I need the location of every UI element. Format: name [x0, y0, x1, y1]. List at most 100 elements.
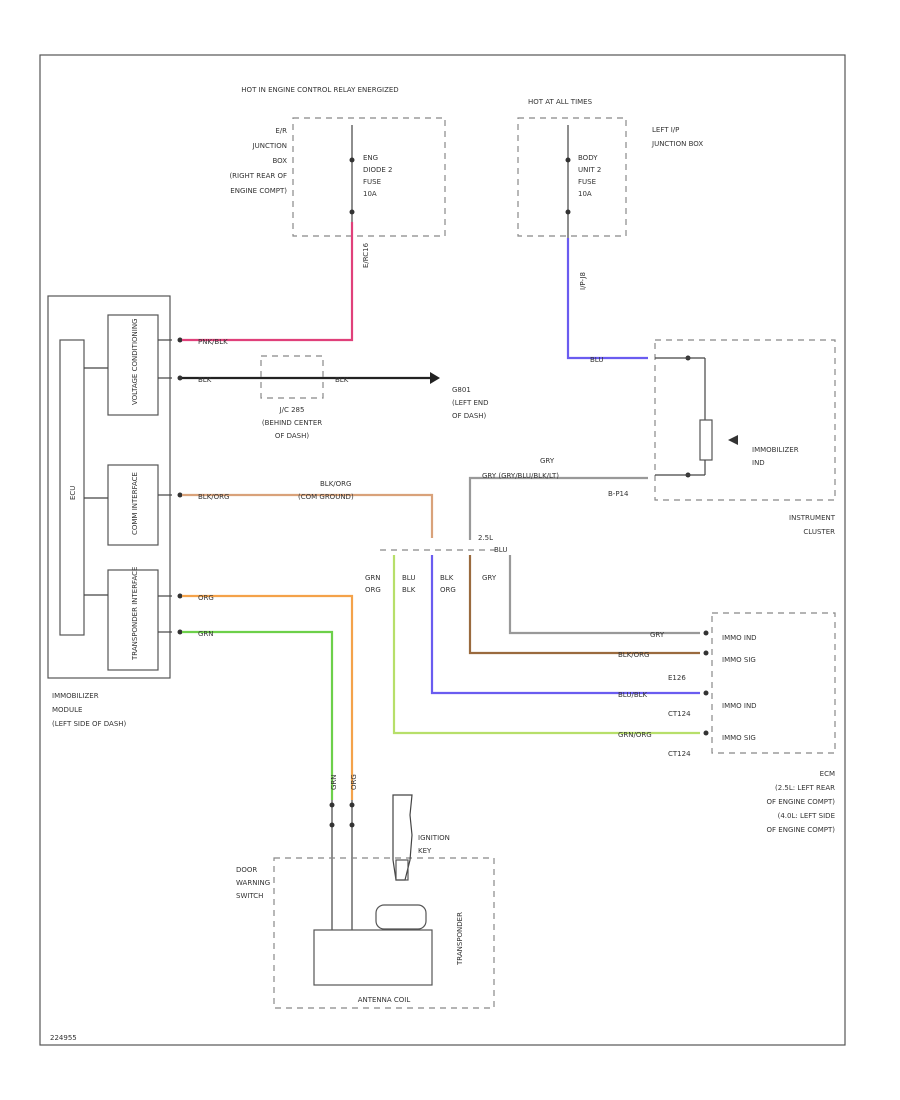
svg-text:IMMOBILIZER: IMMOBILIZER	[752, 446, 799, 454]
ecm-conn-2: CT124	[668, 710, 691, 718]
col-blk-org-1: BLK	[440, 574, 454, 582]
col-grn-org-1: GRN	[365, 574, 381, 582]
jc-label-3: OF DASH)	[275, 432, 310, 440]
svg-text:COMM INTERFACE: COMM INTERFACE	[131, 472, 139, 535]
ecm-wire-blu-blk: BLU/BLK	[618, 691, 648, 699]
wire-org	[182, 594, 354, 800]
ecm-label-5: OF ENGINE COMPT)	[767, 826, 836, 834]
jc-label-2: (BEHIND CENTER	[262, 419, 322, 427]
door-warning-label-2: WARNING	[236, 879, 270, 887]
svg-text:E/R: E/R	[275, 127, 287, 135]
left-ip-junction-box: HOT AT ALL TIMES BODY UNIT 2 FUSE 10A LE…	[517, 98, 703, 238]
immobilizer-module: ECU VOLTAGE CONDITIONING COMM INTERFACE …	[47, 295, 172, 679]
ignition-key-icon	[392, 794, 413, 881]
conn-ip-label: I/P-J8	[579, 272, 587, 290]
wire-blk-org-ecm	[468, 555, 700, 655]
ecm-wire-gry: GRY	[650, 631, 665, 639]
wire-can-label-2: (COM GROUND)	[298, 493, 354, 501]
wire-org-label: ORG	[198, 594, 214, 602]
conn-er-label: E/RC16	[362, 242, 370, 268]
antenna-coil: TRANSPONDER ANTENNA COIL	[273, 857, 495, 1009]
ecm-conn-3: CT124	[668, 750, 691, 758]
wire-gry-path-label: GRY (GRY/BLU/BLK/LT)	[482, 472, 559, 480]
cluster-label-2: CLUSTER	[803, 528, 835, 536]
svg-text:10A: 10A	[363, 190, 377, 198]
immobilizer-module-label-2: MODULE	[52, 706, 82, 714]
col-blk-org-2: ORG	[440, 586, 456, 594]
svg-text:JUNCTION: JUNCTION	[252, 142, 287, 150]
svg-text:IMMO SIG: IMMO SIG	[722, 734, 756, 742]
svg-text:IND: IND	[752, 459, 765, 467]
svg-text:TRANSPONDER: TRANSPONDER	[456, 912, 464, 966]
wire-blk-org-com	[182, 493, 434, 538]
cluster-label-1: INSTRUMENT	[789, 514, 836, 522]
svg-text:BODY: BODY	[578, 154, 598, 162]
ecm-label-4: (4.0L: LEFT SIDE	[778, 812, 835, 820]
ecm-label-3: OF ENGINE COMPT)	[767, 798, 836, 806]
junction-label: 2.5L	[478, 534, 493, 542]
ignition-key-label-2: KEY	[418, 847, 432, 855]
col-blu-blk-1: BLU	[402, 574, 415, 582]
wire-blk-label-2: BLK	[335, 376, 349, 384]
ecm-conn-1: E126	[668, 674, 686, 682]
ecm-label-2: (2.5L: LEFT REAR	[775, 784, 835, 792]
wire-grn-label: GRN	[198, 630, 214, 638]
instrument-cluster: IMMOBILIZER IND	[654, 339, 836, 501]
svg-text:HOT IN ENGINE CONTROL RELAY EN: HOT IN ENGINE CONTROL RELAY ENERGIZED	[241, 86, 398, 94]
svg-text:ECU: ECU	[69, 486, 77, 500]
wire-blu	[566, 238, 648, 360]
immobilizer-module-label: IMMOBILIZER	[52, 692, 99, 700]
svg-text:ENG: ENG	[363, 154, 378, 162]
ecm-wire-blk-org: BLK/ORG	[618, 651, 649, 659]
svg-text:ENGINE COMPT): ENGINE COMPT)	[230, 187, 287, 195]
wire-blu-label: BLU	[590, 356, 603, 364]
svg-text:10A: 10A	[578, 190, 592, 198]
svg-text:ANTENNA COIL: ANTENNA COIL	[358, 996, 411, 1004]
wire-pnk-blk	[182, 222, 354, 342]
svg-text:HOT AT ALL TIMES: HOT AT ALL TIMES	[528, 98, 593, 106]
door-warning-label-1: DOOR	[236, 866, 257, 874]
svg-text:IMMO SIG: IMMO SIG	[722, 656, 756, 664]
diagram-id: 224955	[50, 1034, 77, 1042]
svg-text:JUNCTION BOX: JUNCTION BOX	[651, 140, 703, 148]
wire-blk-org-label: BLK/ORG	[198, 493, 229, 501]
wire-can-label-1: BLK/ORG	[320, 480, 351, 488]
wire-pnk-blk-label: PNK/BLK	[198, 338, 228, 346]
svg-text:DIODE 2: DIODE 2	[363, 166, 392, 174]
ecm-label-1: ECM	[820, 770, 835, 778]
col-gry: GRY	[482, 574, 497, 582]
antenna-org-label: ORG	[350, 774, 358, 790]
wire-grn-org-ecm	[392, 555, 700, 735]
g801-label-2: (LEFT END	[452, 399, 489, 407]
svg-text:BOX: BOX	[272, 157, 287, 165]
svg-text:LEFT I/P: LEFT I/P	[652, 126, 679, 134]
svg-text:IMMO IND: IMMO IND	[722, 702, 757, 710]
g801-label-3: OF DASH)	[452, 412, 487, 420]
ecm-wire-grn-org: GRN/ORG	[618, 731, 652, 739]
immobilizer-module-label-3: (LEFT SIDE OF DASH)	[52, 720, 127, 728]
wire-blu-blk-ecm	[430, 555, 700, 695]
er-junction-box: HOT IN ENGINE CONTROL RELAY ENERGIZED E/…	[229, 86, 446, 237]
svg-text:(RIGHT REAR OF: (RIGHT REAR OF	[229, 172, 287, 180]
g801-label-1: G801	[452, 386, 471, 394]
col-grn-org-2: ORG	[365, 586, 381, 594]
door-warning-label-3: SWITCH	[236, 892, 263, 900]
svg-text:UNIT 2: UNIT 2	[578, 166, 601, 174]
wire-gry-ecm	[508, 555, 700, 635]
ecm: IMMO IND IMMO SIG IMMO IND IMMO SIG	[703, 612, 836, 754]
wire-gry-label: GRY	[540, 457, 555, 465]
ignition-key-label-1: IGNITION	[418, 834, 450, 842]
ground-g801-icon	[430, 372, 440, 384]
wire-gry-cluster	[468, 476, 648, 540]
wire-blk-label: BLK	[198, 376, 212, 384]
conn-bp14-label: B-P14	[608, 490, 629, 498]
diagram-border	[39, 54, 846, 1046]
antenna-grn-label: GRN	[330, 774, 338, 790]
svg-text:IMMO IND: IMMO IND	[722, 634, 757, 642]
svg-text:FUSE: FUSE	[363, 178, 381, 186]
svg-text:TRANSPONDER INTERFACE: TRANSPONDER INTERFACE	[131, 567, 139, 661]
col-blu-blk-2: BLK	[402, 586, 416, 594]
svg-text:FUSE: FUSE	[578, 178, 596, 186]
wire-grn	[182, 630, 334, 800]
